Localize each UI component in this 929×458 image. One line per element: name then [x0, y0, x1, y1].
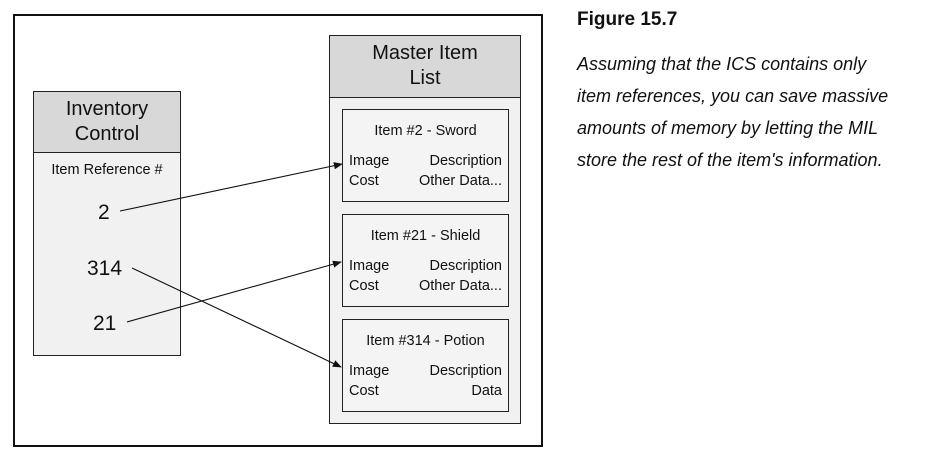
master-item-list-header: Master Item List [330, 36, 520, 98]
item-field-cost: Cost [349, 278, 379, 294]
item-field-description: Description [429, 153, 502, 169]
item-field-cost: Cost [349, 383, 379, 399]
caption-line: Assuming that the ICS contains only [577, 54, 867, 74]
item-field-image: Image [349, 153, 390, 169]
item-field-image: Image [349, 258, 390, 274]
item-field-description: Description [429, 363, 502, 379]
caption-line: store the rest of the item's information… [577, 150, 883, 170]
item-reference-2: 2 [98, 201, 110, 224]
item-field-image: Image [349, 363, 390, 379]
item-title: Item #314 - Potion [366, 333, 485, 349]
item-card-shield: Item #21 - Shield Image Description Cost… [342, 214, 509, 307]
figure-title: Figure 15.7 [577, 9, 678, 30]
inventory-title-line2: Control [74, 123, 140, 145]
item-field-data: Data [471, 383, 502, 399]
item-field-cost: Cost [349, 173, 379, 189]
item-field-description: Description [429, 258, 502, 274]
inventory-title-line1: Inventory [65, 98, 149, 120]
item-title: Item #21 - Shield [370, 228, 481, 244]
item-field-other-data: Other Data... [418, 173, 502, 189]
item-card-potion: Item #314 - Potion Image Description Cos… [342, 319, 509, 412]
caption-line: item references, you can save massive [577, 86, 889, 106]
inventory-control-header: Inventory Control [34, 92, 180, 153]
item-card-sword: Item #2 - Sword Image Description Cost O… [342, 109, 509, 202]
master-item-list-box: Master Item List Item #2 - Sword Image D… [329, 35, 521, 424]
master-title-line1: Master Item [372, 42, 478, 64]
inventory-control-box: Inventory Control Item Reference # 2 314… [33, 91, 181, 356]
item-field-other-data: Other Data... [418, 278, 502, 294]
item-reference-heading: Item Reference # [51, 162, 163, 178]
figure-caption: Assuming that the ICS contains only item… [577, 48, 922, 176]
caption-line: amounts of memory by letting the MIL [577, 118, 879, 138]
item-reference-314: 314 [87, 257, 123, 280]
item-reference-21: 21 [93, 312, 117, 335]
master-title-line2: List [409, 67, 441, 89]
item-title: Item #2 - Sword [374, 123, 477, 139]
